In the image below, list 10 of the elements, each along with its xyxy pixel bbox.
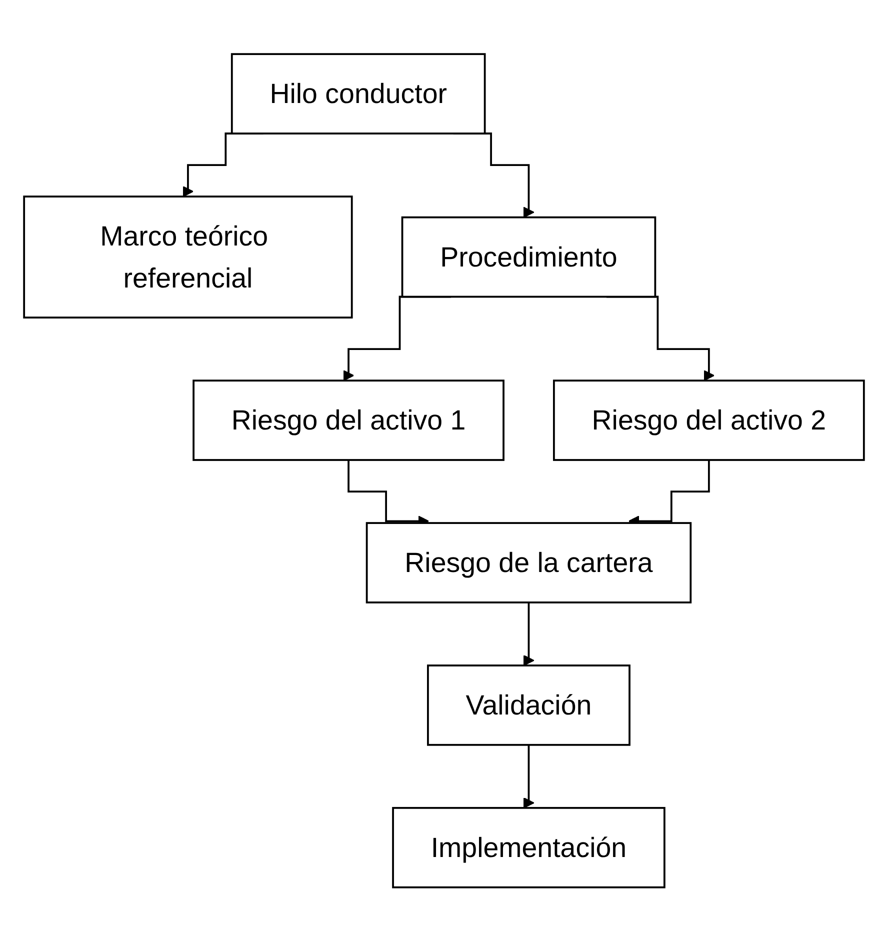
node-box: Validación: [427, 664, 630, 746]
node-box: Marco teórico referencial: [23, 195, 353, 318]
arrow: [523, 744, 534, 808]
node-box: Hilo conductor: [230, 52, 486, 134]
node-box: Implementación: [392, 806, 666, 888]
node-box: Riesgo del activo 1: [192, 379, 504, 461]
node-box: Riesgo de la cartera: [366, 522, 692, 604]
node-box: Procedimiento: [401, 216, 656, 298]
arrow: [523, 601, 534, 666]
node-box: Riesgo del activo 2: [553, 379, 865, 461]
